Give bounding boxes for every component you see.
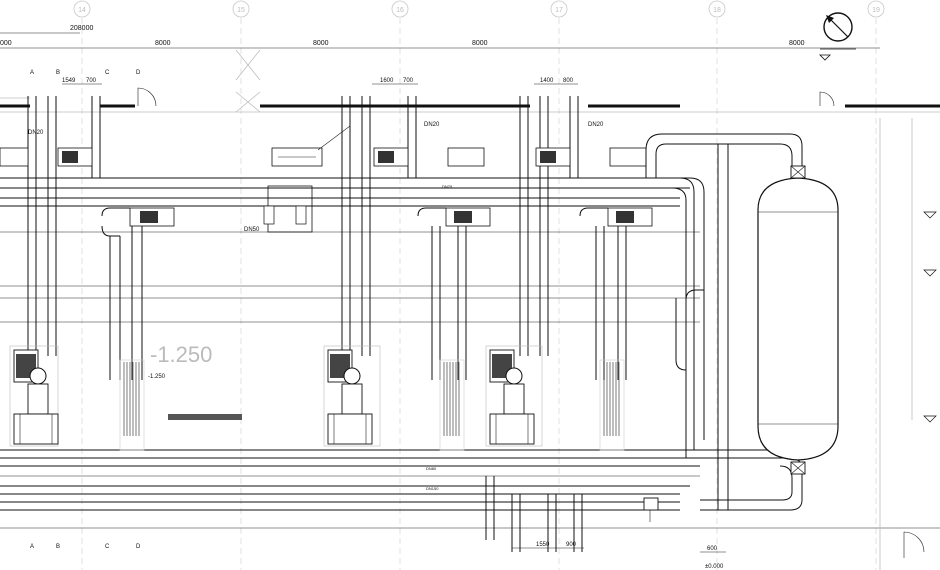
unit-dimensions: 1549 700 1600 700 1400 800 bbox=[62, 78, 578, 85]
storage-tank bbox=[757, 165, 839, 475]
pipe-label-dn80: DN80 bbox=[426, 466, 437, 471]
axis-label-16: 16 bbox=[396, 7, 404, 14]
pipe-label-dn20-a: DN20 bbox=[424, 122, 440, 128]
elevation-label: -1.250 bbox=[150, 342, 212, 367]
bottom-dim-900: 900 bbox=[566, 542, 577, 548]
pipe-label-dn25: DN25 bbox=[442, 184, 453, 189]
unit3-dim-a: 1400 bbox=[540, 78, 554, 84]
dim-span-1: 8000 bbox=[155, 40, 171, 47]
heater-coil-3 bbox=[599, 359, 625, 451]
heater-coil-2 bbox=[439, 359, 465, 451]
dim-total: 208000 bbox=[70, 25, 93, 32]
unit1-dim-b: 700 bbox=[86, 78, 97, 84]
heater-coil-1 bbox=[119, 359, 145, 451]
column-label-bottom-d: D bbox=[136, 544, 141, 550]
dim-span-4: 8000 bbox=[789, 40, 805, 47]
dim-left-edge: 000 bbox=[0, 40, 12, 47]
unit3-dim-b: 800 bbox=[563, 78, 574, 84]
bottom-dimensions: 1550 900 600 ±0.000 bbox=[512, 542, 726, 570]
column-label-bottom-a: A bbox=[30, 544, 34, 550]
elevation-small-label: -1.250 bbox=[148, 374, 166, 380]
axis-label-17: 17 bbox=[555, 7, 563, 14]
axis-bubbles: 14 15 16 17 18 19 bbox=[73, 0, 885, 18]
pump-unit-3: DN20 bbox=[485, 96, 653, 451]
dim-span-3: 8000 bbox=[472, 40, 488, 47]
control-box: DN50 bbox=[244, 125, 351, 233]
axis-label-18: 18 bbox=[713, 7, 721, 14]
pipe-label-dn50: DN50 bbox=[244, 227, 260, 233]
pump-2 bbox=[323, 345, 381, 447]
column-label-top-b: B bbox=[56, 70, 60, 76]
dim-span-2: 8000 bbox=[313, 40, 329, 47]
axis-label-14: 14 bbox=[78, 7, 86, 14]
bottom-dim-600: 600 bbox=[707, 546, 718, 552]
return-loop bbox=[645, 133, 803, 511]
building-wall bbox=[0, 49, 940, 113]
column-label-top-c: C bbox=[105, 70, 110, 76]
bottom-branches bbox=[485, 476, 659, 552]
bottom-dim-1550: 1550 bbox=[536, 542, 550, 548]
pump-1 bbox=[9, 345, 59, 447]
top-dimensions: 208000 000 8000 8000 8000 8000 bbox=[0, 25, 880, 49]
column-label-bottom-b: B bbox=[56, 544, 60, 550]
column-labels-bottom: A B C D bbox=[30, 544, 141, 550]
pump-3 bbox=[485, 345, 543, 447]
level-bottom-label: ±0.000 bbox=[705, 564, 724, 570]
unit1-dim-a: 1549 bbox=[62, 78, 76, 84]
column-label-top-a: A bbox=[30, 70, 34, 76]
axis-grid bbox=[81, 18, 877, 570]
column-labels-top: A B C D bbox=[30, 70, 141, 76]
pipe-label-dn20-c: DN20 bbox=[28, 130, 44, 136]
axis-label-19: 19 bbox=[872, 7, 880, 14]
right-side-detail bbox=[879, 118, 937, 570]
unit2-dim-a: 1600 bbox=[380, 78, 394, 84]
column-label-bottom-c: C bbox=[105, 544, 110, 550]
pump-unit-2: DN20 bbox=[323, 96, 491, 451]
unit2-dim-b: 700 bbox=[403, 78, 414, 84]
axis-label-15: 15 bbox=[237, 7, 245, 14]
column-label-top-d: D bbox=[136, 70, 141, 76]
pipe-label-dn20-b: DN20 bbox=[588, 122, 604, 128]
north-arrow-icon bbox=[819, 12, 856, 61]
pipe-label-dn150: DN150 bbox=[426, 486, 439, 491]
pipe-size-labels: DN20 DN25 DN80 DN150 bbox=[28, 130, 453, 491]
pump-unit-1: -1.250 -1.250 bbox=[0, 96, 242, 451]
